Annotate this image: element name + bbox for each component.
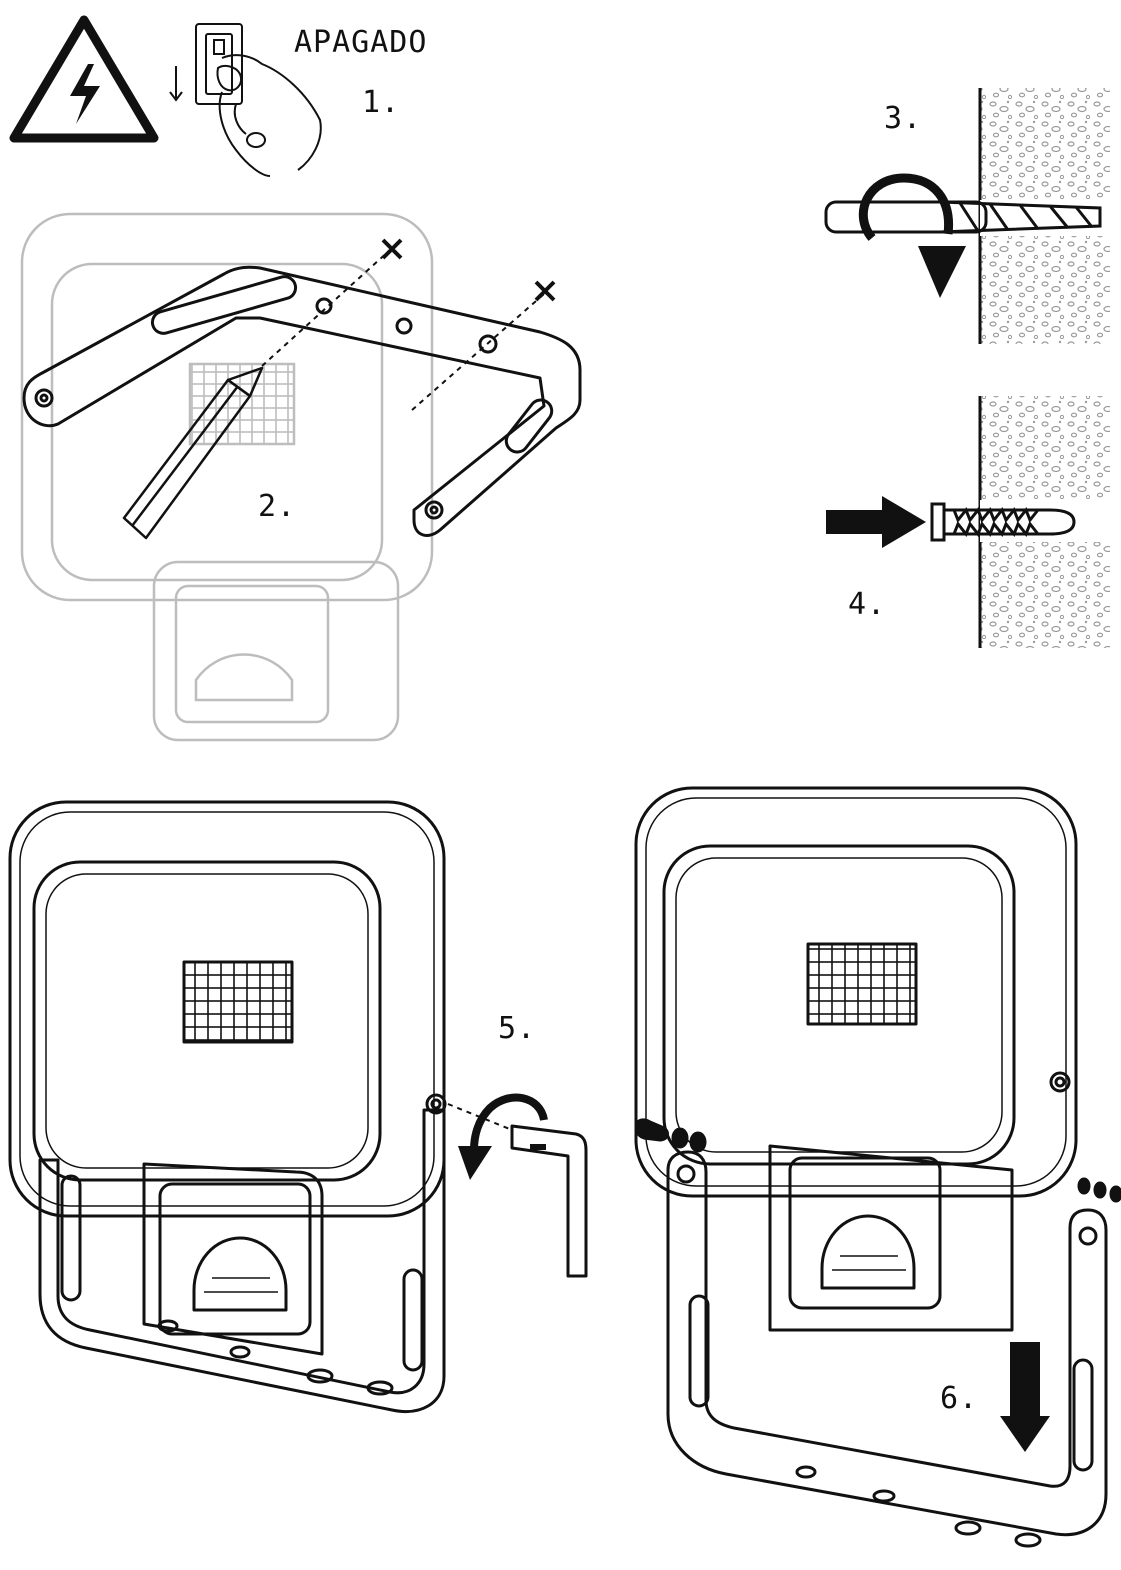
down-arrow-icon bbox=[1000, 1342, 1050, 1452]
drill-bit-icon bbox=[824, 200, 1102, 234]
lamp-removing-bracket bbox=[634, 786, 1108, 1548]
drill-mark-lines bbox=[261, 249, 545, 411]
lamp-mounted-left bbox=[8, 800, 447, 1413]
step-6-label: 6. bbox=[940, 1381, 979, 1416]
step-2-label: 2. bbox=[258, 489, 297, 524]
high-voltage-warning-icon bbox=[9, 15, 159, 143]
rotate-arrow-icon bbox=[858, 173, 966, 298]
step-1-label: 1. bbox=[362, 85, 401, 120]
power-switch-off-icon bbox=[169, 23, 322, 177]
step-4-label: 4. bbox=[848, 587, 887, 622]
drill-mark-cross-icon bbox=[381, 238, 556, 302]
wall-plug-icon bbox=[930, 502, 1076, 542]
step-3-label: 3. bbox=[884, 101, 923, 136]
lamp-outline-faded bbox=[20, 212, 434, 742]
tighten-arrow-icon bbox=[447, 1093, 548, 1180]
wall-section-plug bbox=[978, 396, 1110, 648]
pencil-icon bbox=[122, 366, 264, 540]
step-5-label: 5. bbox=[498, 1011, 537, 1046]
mounting-bracket bbox=[22, 265, 582, 537]
off-label: APAGADO bbox=[294, 25, 428, 60]
push-arrow-icon bbox=[826, 496, 926, 548]
screw-washers-icon bbox=[634, 1118, 1121, 1203]
hex-key-icon bbox=[510, 1124, 588, 1278]
